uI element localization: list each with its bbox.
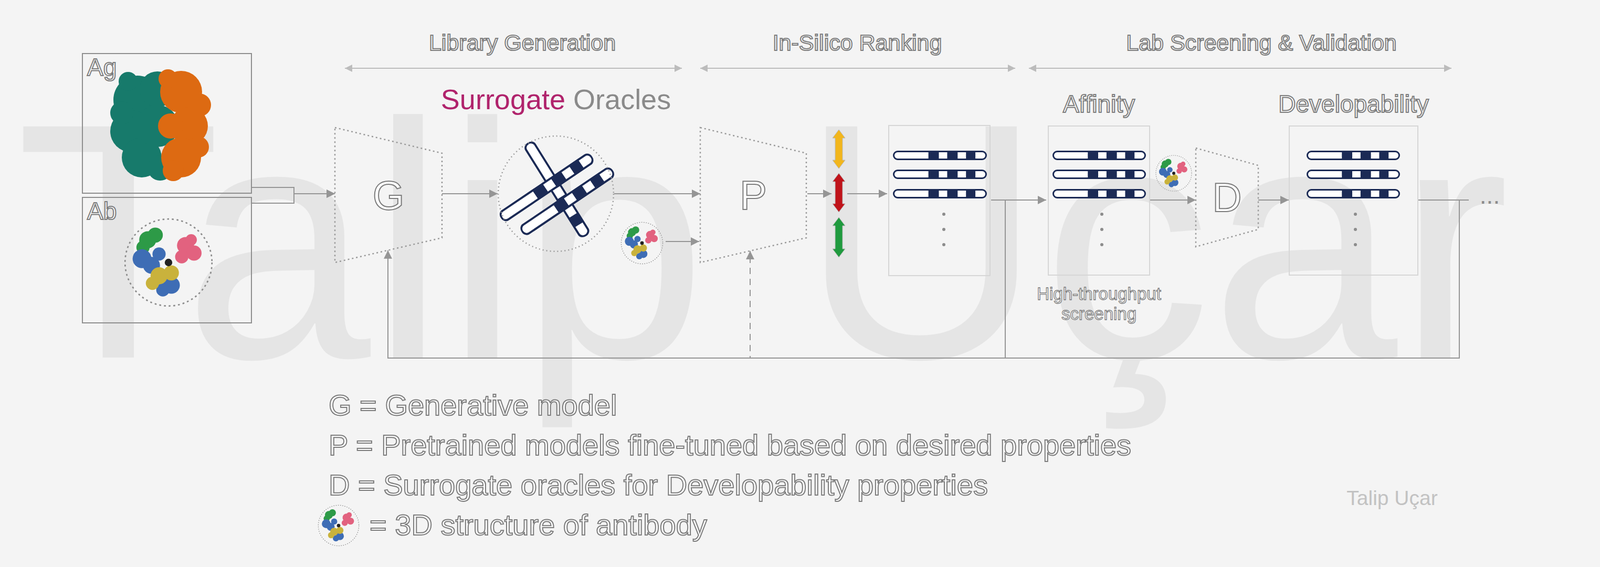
feedback-line <box>1004 200 1006 359</box>
stage-arrow <box>344 67 682 69</box>
connector <box>1150 199 1196 201</box>
model-letter: G <box>334 174 442 216</box>
arrow <box>807 193 832 195</box>
antibody-structure <box>620 222 663 264</box>
legend-text: D = Surrogate oracles for Developability… <box>328 465 988 505</box>
legend-text: P = Pretrained models fine-tuned based o… <box>328 425 1132 466</box>
ranking-bar <box>832 129 846 258</box>
circle-shape <box>498 135 614 252</box>
connector <box>387 200 1460 359</box>
connector <box>614 193 701 195</box>
connector <box>251 187 335 194</box>
arrow <box>665 240 700 242</box>
box-label: Ag <box>87 54 117 81</box>
antigen-box: Ag <box>81 53 252 194</box>
panel-note: High-throughput screening <box>1020 283 1178 324</box>
arrow <box>847 193 888 195</box>
antibody-structure <box>124 218 213 307</box>
trapezoid-shape <box>700 127 807 263</box>
legend-antibody-icon <box>316 503 361 548</box>
developability-panel: Developability <box>1288 125 1419 276</box>
model-letter: P <box>700 174 807 216</box>
antibody-structure <box>318 504 359 546</box>
box-label: Ab <box>87 197 117 225</box>
stage-title: Lab Screening & Validation <box>1125 29 1397 56</box>
trapezoid-shape <box>1195 148 1259 247</box>
legend-text: = 3D structure of antibody <box>369 504 708 545</box>
watermark: Talip Uçar <box>15 73 1510 410</box>
antibody-box: Ab <box>81 196 252 324</box>
heading-word: Oracles <box>573 83 671 115</box>
connector <box>251 193 335 204</box>
stage-arrow <box>1028 67 1452 69</box>
circle-outline <box>497 135 615 252</box>
heading-word: Surrogate <box>440 83 566 115</box>
continuation-dots: ... <box>1479 181 1500 210</box>
connector <box>750 200 1460 359</box>
affinity-panel: AffinityHigh-throughput screening <box>1047 125 1151 276</box>
stage-title: Library Generation <box>428 29 616 56</box>
panel-heading: Developability <box>1278 90 1429 119</box>
arrow <box>991 199 1047 201</box>
antibody-structure <box>1155 155 1192 192</box>
generative-model: G <box>334 127 442 263</box>
heading: SurrogateOracles <box>440 82 671 116</box>
model-letter: D <box>1195 176 1259 218</box>
ranked-library <box>888 125 991 276</box>
antigen-protein <box>110 69 212 182</box>
surrogate-oracles: SurrogateOracles <box>497 135 615 252</box>
pretrained-model: P <box>700 127 807 263</box>
connector <box>1258 199 1289 201</box>
author-credit: Talip Uçar <box>1346 486 1438 511</box>
connector <box>441 193 498 195</box>
stage-arrow <box>700 67 1016 69</box>
sequence-bundle <box>498 140 616 239</box>
legend-text: G = Generative model <box>328 385 617 426</box>
trapezoid-shape <box>334 127 442 263</box>
developability-oracle: D <box>1195 148 1259 247</box>
stage-title: In-Silico Ranking <box>772 29 943 56</box>
panel-heading: Affinity <box>1062 90 1135 119</box>
